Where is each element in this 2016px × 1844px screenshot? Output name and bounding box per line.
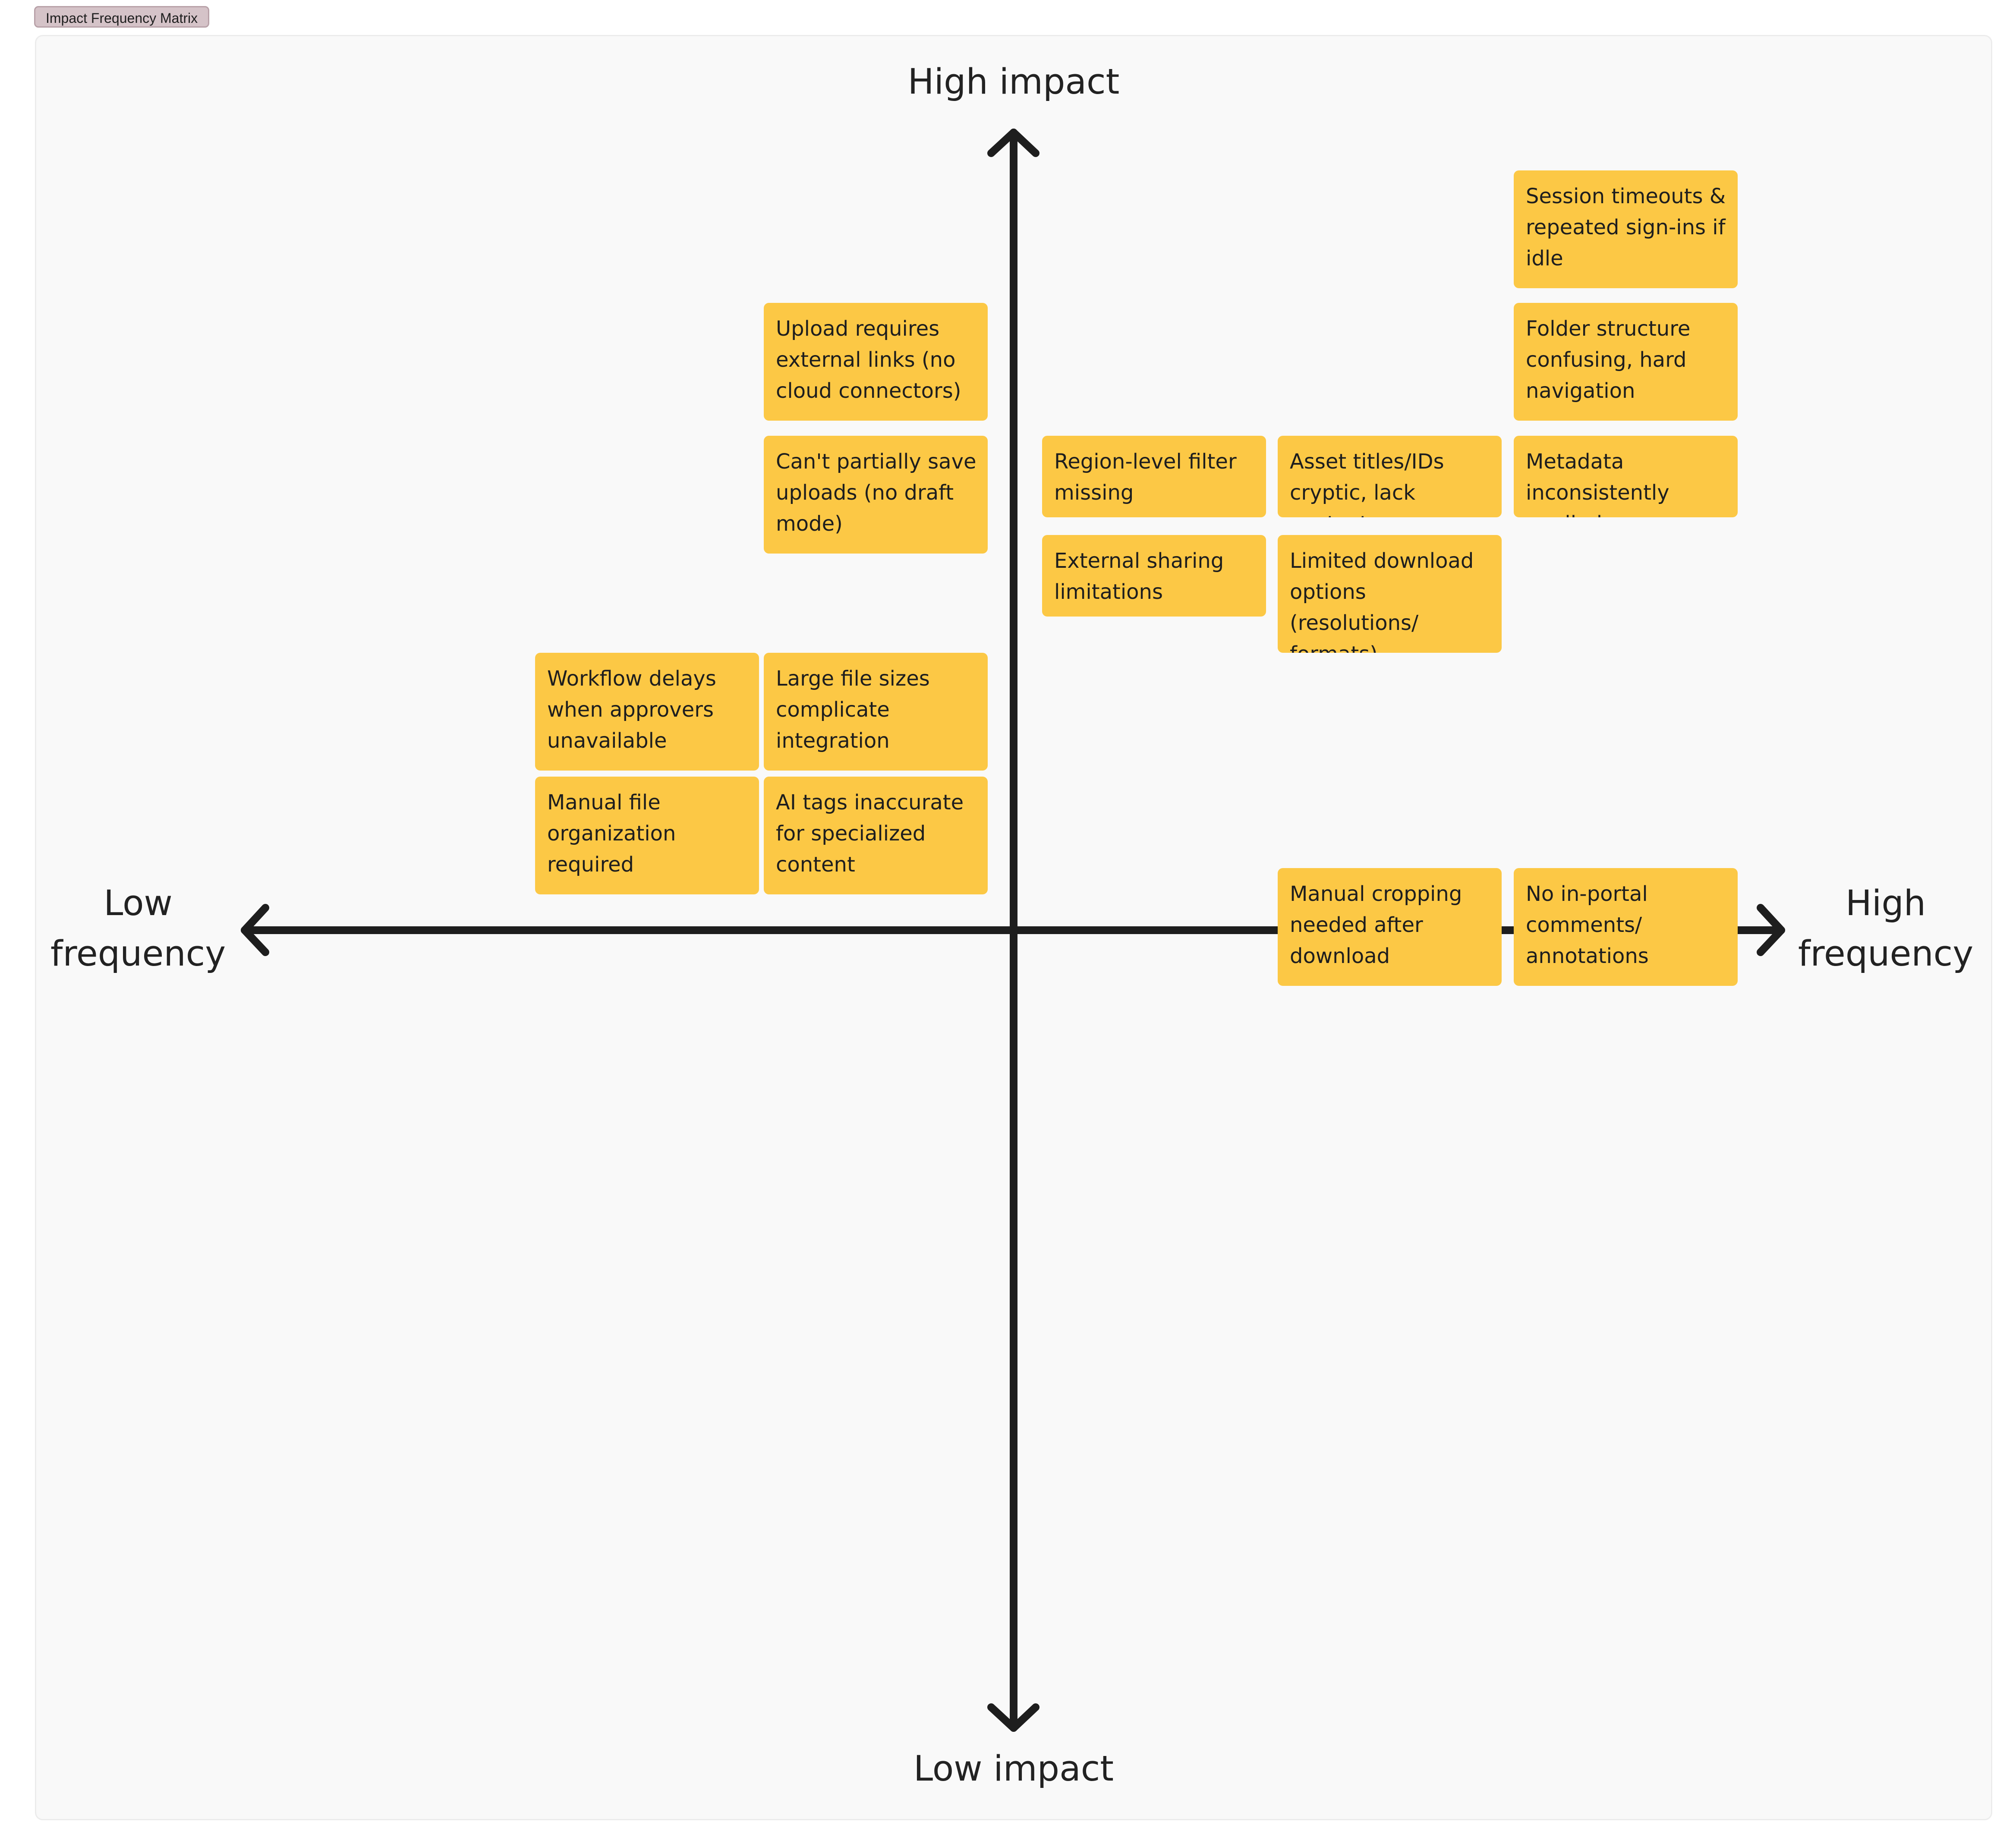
sticky-note-asset-titles[interactable]: Asset titles/IDs cryptic, lack context: [1278, 436, 1502, 517]
sticky-note-region-filter[interactable]: Region-level filter missing: [1042, 436, 1266, 517]
sticky-note-partial-save[interactable]: Can't partially save uploads (no draft m…: [764, 436, 988, 554]
sticky-note-external-sharing[interactable]: External sharing limitations: [1042, 535, 1266, 617]
left-arrowhead: [241, 904, 269, 956]
axis-label-high-impact: High impact: [907, 62, 1120, 102]
sticky-note-limited-download[interactable]: Limited download options (resolutions/ f…: [1278, 535, 1502, 653]
sticky-note-metadata[interactable]: Metadata inconsistently applied: [1514, 436, 1738, 517]
sticky-note-folder-structure[interactable]: Folder structure confusing, hard navigat…: [1514, 303, 1738, 421]
axis-label-low-frequency: Low frequency: [50, 883, 226, 975]
top-arrowhead: [987, 129, 1040, 157]
axis-label-low-impact: Low impact: [913, 1749, 1114, 1789]
bottom-arrowhead: [987, 1703, 1040, 1732]
sticky-note-ai-tags[interactable]: AI tags inaccurate for specialized conte…: [764, 777, 988, 894]
frame-title-tag[interactable]: Impact Frequency Matrix: [34, 6, 210, 28]
sticky-note-large-file-sizes[interactable]: Large file sizes complicate integration: [764, 653, 988, 771]
right-arrowhead: [1757, 904, 1785, 956]
sticky-note-manual-file-organization[interactable]: Manual file organization required: [535, 777, 759, 894]
sticky-note-upload-external-links[interactable]: Upload requires external links (no cloud…: [764, 303, 988, 421]
axis-label-high-frequency: High frequency: [1798, 883, 1974, 975]
sticky-note-manual-cropping[interactable]: Manual cropping needed after download: [1278, 868, 1502, 986]
sticky-note-no-comments[interactable]: No in-portal comments/ annotations: [1514, 868, 1738, 986]
sticky-note-session-timeouts[interactable]: Session timeouts & repeated sign-ins if …: [1514, 170, 1738, 288]
sticky-note-workflow-delays[interactable]: Workflow delays when approvers unavailab…: [535, 653, 759, 771]
